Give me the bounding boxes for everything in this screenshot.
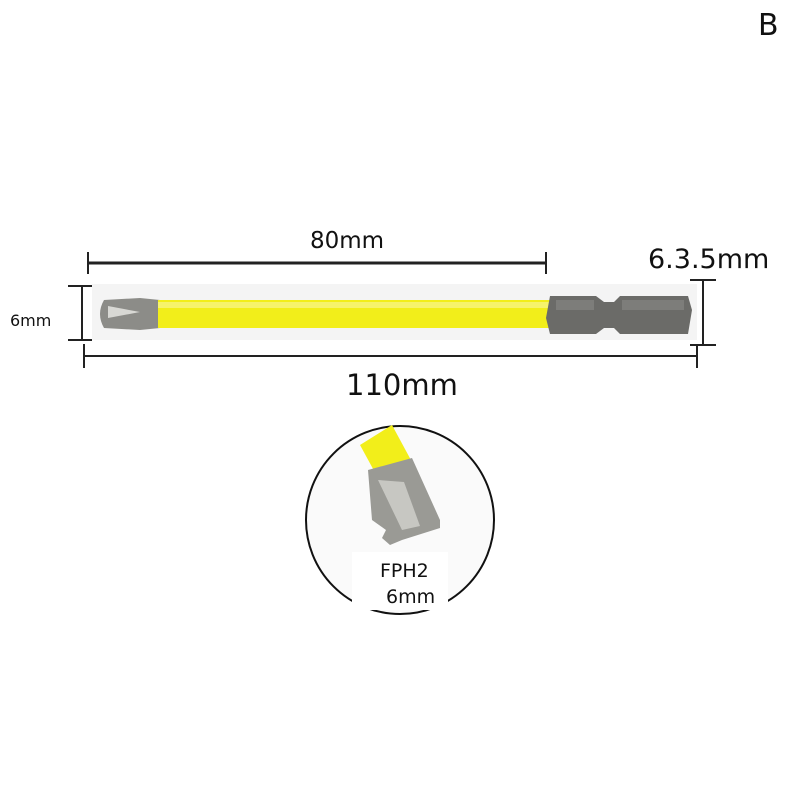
screwdriver-bit (100, 296, 692, 334)
shaft-length-label: 80mm (310, 228, 385, 254)
tip-type-label: FPH2 (380, 560, 429, 582)
diameter-label: 6mm (10, 311, 52, 330)
dimension-line-110mm (83, 344, 698, 368)
tip-detail-circle (305, 425, 495, 615)
dimension-line-6mm (68, 285, 92, 341)
dimension-line-80mm (87, 252, 547, 274)
hex-shank-label: 6.3.5mm (648, 244, 770, 275)
dimension-line-shank (690, 279, 716, 346)
total-length-label: 110mm (346, 368, 458, 402)
variant-label: B (758, 8, 779, 43)
tip-size-label: 6mm (386, 586, 436, 608)
